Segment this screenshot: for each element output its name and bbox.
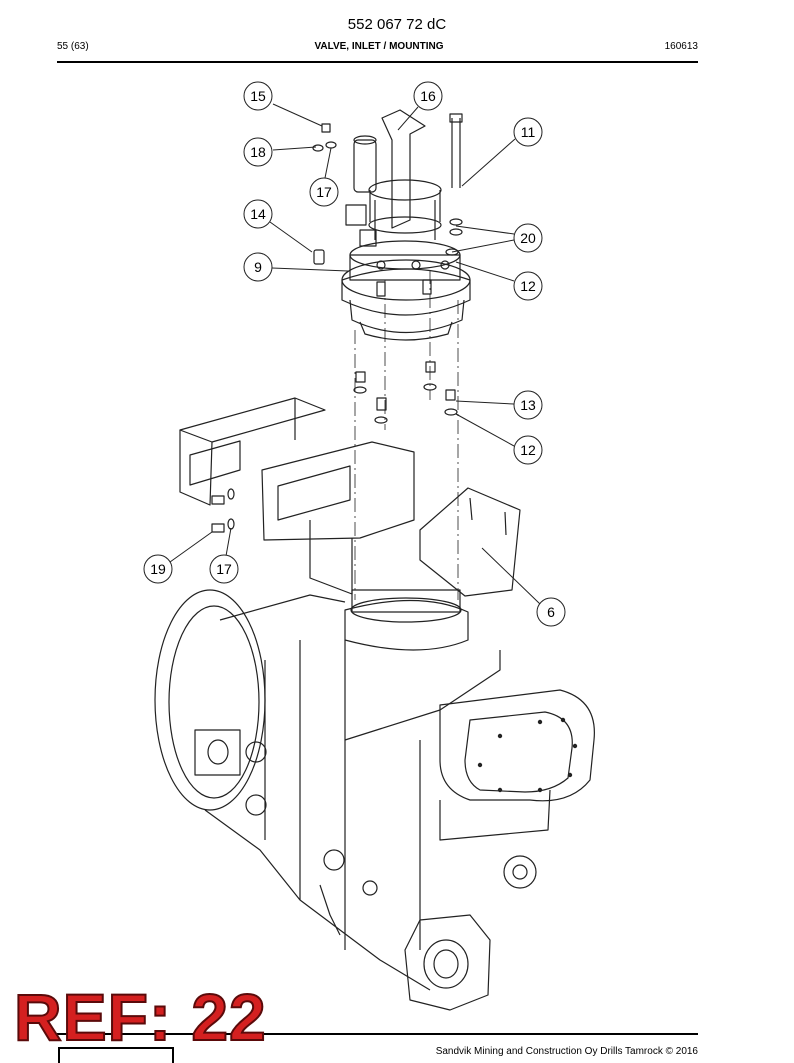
callout-18: 18 <box>243 137 273 167</box>
svg-text:16: 16 <box>420 88 436 104</box>
callout-11: 11 <box>513 117 543 147</box>
svg-text:14: 14 <box>250 206 266 222</box>
callout-20: 20 <box>513 223 543 253</box>
svg-text:9: 9 <box>254 259 262 275</box>
callout-14: 14 <box>243 199 273 229</box>
callout-17b: 17 <box>209 554 239 584</box>
revision-date: 160613 <box>664 41 698 52</box>
callout-6: 6 <box>536 597 566 627</box>
svg-text:17: 17 <box>216 561 232 577</box>
footer-rule <box>57 1033 698 1035</box>
ref-stamp: REF: 22 <box>13 980 267 1054</box>
doc-number: 552 067 72 dC <box>347 16 447 33</box>
header-rule <box>57 61 698 63</box>
svg-text:12: 12 <box>520 278 536 294</box>
callout-13: 13 <box>513 390 543 420</box>
svg-text:15: 15 <box>250 88 266 104</box>
callout-9: 9 <box>243 252 273 282</box>
callout-12: 12 <box>513 271 543 301</box>
svg-text:20: 20 <box>520 230 536 246</box>
svg-text:17: 17 <box>316 184 332 200</box>
page-number: 55 (63) <box>57 41 89 52</box>
svg-text:12: 12 <box>520 442 536 458</box>
footer-copyright: Sandvik Mining and Construction Oy Drill… <box>435 1046 698 1057</box>
callout-12b: 12 <box>513 435 543 465</box>
svg-text:19: 19 <box>150 561 166 577</box>
callout-17: 17 <box>309 177 339 207</box>
callout-16: 16 <box>413 81 443 111</box>
svg-text:11: 11 <box>521 124 536 140</box>
page-title: VALVE, INLET / MOUNTING <box>314 41 444 52</box>
callout-15: 15 <box>243 81 273 111</box>
callout-19: 19 <box>143 554 173 584</box>
svg-text:18: 18 <box>250 144 266 160</box>
svg-text:13: 13 <box>520 397 536 413</box>
svg-text:6: 6 <box>547 604 555 620</box>
